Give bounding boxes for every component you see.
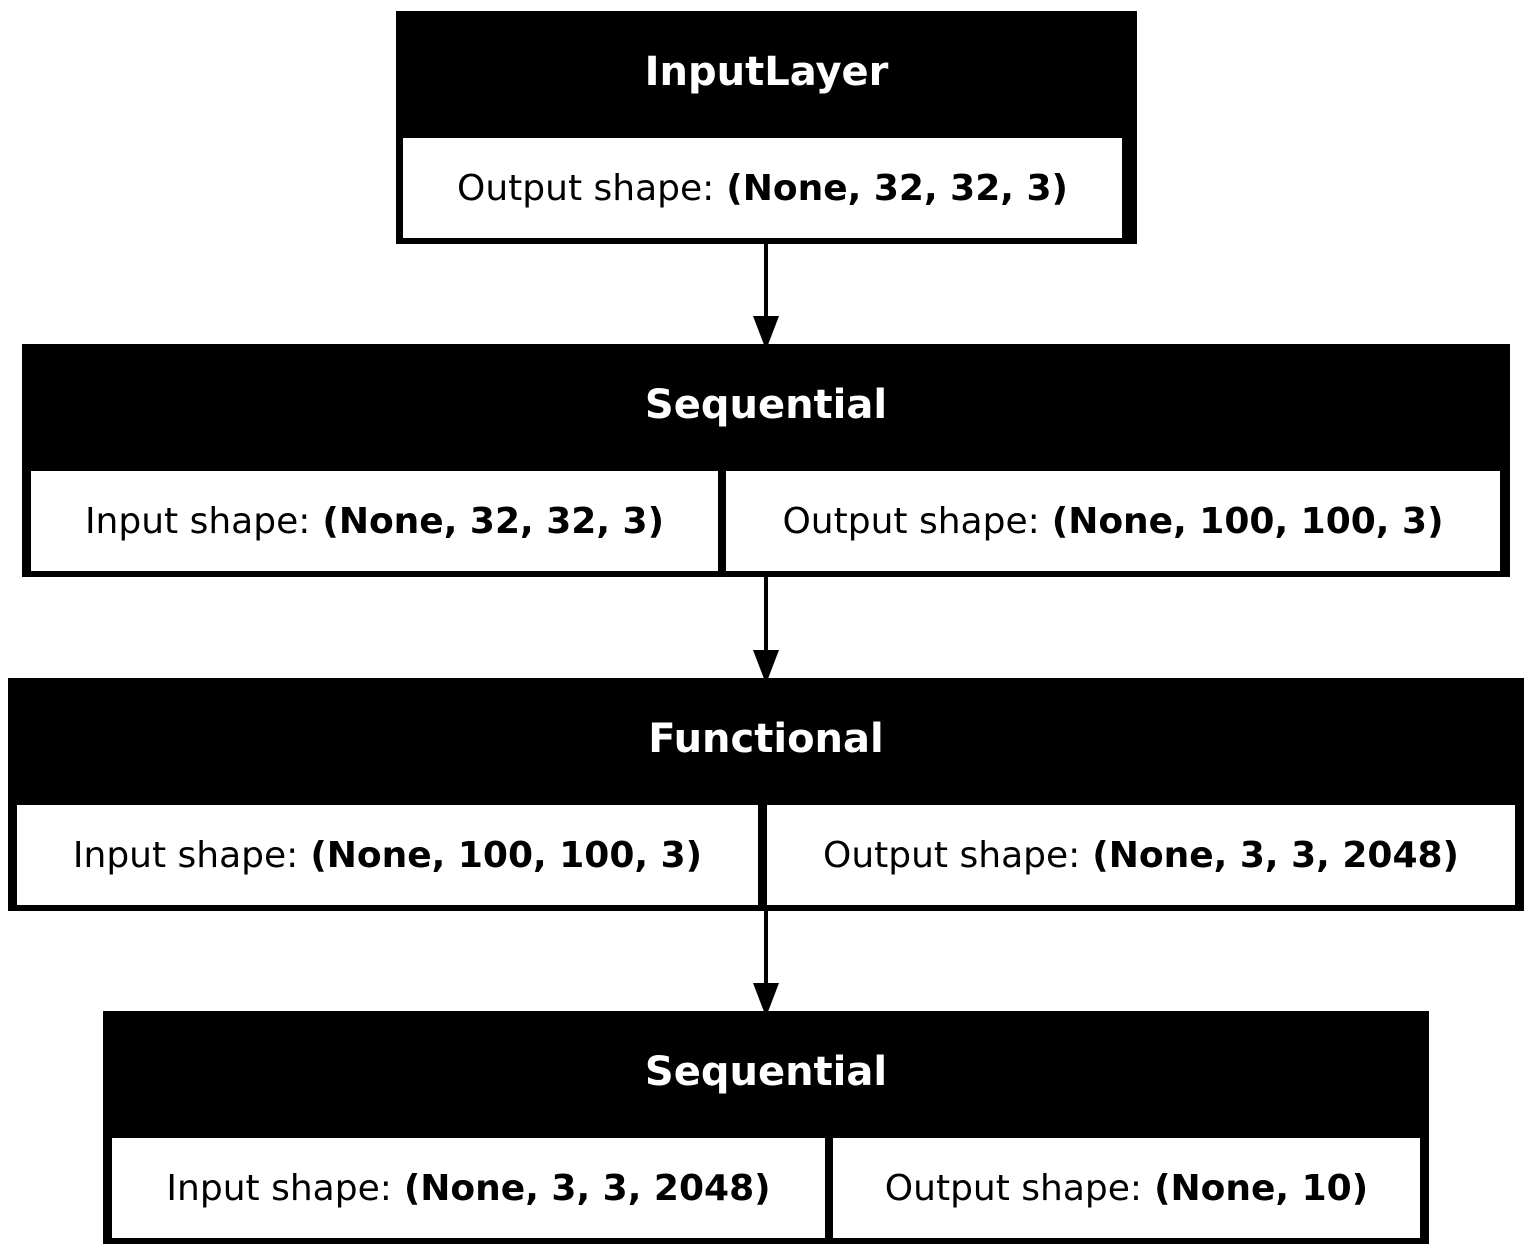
layer-title: Sequential — [644, 382, 888, 428]
output-shape-label: Output shape: — [884, 1167, 1143, 1209]
layer-node-inputlayer: InputLayer Output shape: (None, 32, 32, … — [396, 11, 1137, 244]
output-shape-value: (None, 100, 100, 3) — [1051, 500, 1444, 542]
layer-title: Functional — [648, 716, 884, 762]
layer-title: Sequential — [644, 1049, 888, 1095]
output-shape-cell: Output shape: (None, 3, 3, 2048) — [767, 805, 1515, 905]
layer-node-functional: Functional Input shape: (None, 100, 100,… — [8, 678, 1524, 911]
layer-node-sequential-1: Sequential Input shape: (None, 32, 32, 3… — [22, 344, 1510, 577]
edge-0-1 — [753, 244, 779, 350]
input-shape-label: Input shape: — [84, 500, 311, 542]
output-shape-label: Output shape: — [823, 834, 1081, 876]
input-shape-cell: Input shape: (None, 100, 100, 3) — [17, 805, 758, 905]
output-shape-cell: Output shape: (None, 10) — [833, 1138, 1420, 1238]
input-shape-cell: Input shape: (None, 3, 3, 2048) — [112, 1138, 825, 1238]
output-shape-label: Output shape: — [782, 500, 1040, 542]
output-shape-label: Output shape: — [457, 167, 715, 209]
input-shape-value: (None, 100, 100, 3) — [310, 834, 703, 876]
input-shape-label: Input shape: — [72, 834, 299, 876]
layer-title: InputLayer — [644, 49, 889, 95]
output-shape-cell: Output shape: (None, 32, 32, 3) — [403, 138, 1122, 238]
input-shape-value: (None, 32, 32, 3) — [322, 500, 665, 542]
output-shape-cell: Output shape: (None, 100, 100, 3) — [726, 471, 1500, 571]
output-shape-value: (None, 3, 3, 2048) — [1092, 834, 1459, 876]
input-shape-cell: Input shape: (None, 32, 32, 3) — [31, 471, 718, 571]
edge-2-3 — [753, 910, 779, 1017]
edge-1-2 — [753, 576, 779, 684]
input-shape-value: (None, 3, 3, 2048) — [403, 1167, 771, 1209]
layer-node-sequential-2: Sequential Input shape: (None, 3, 3, 204… — [103, 1011, 1429, 1244]
input-shape-label: Input shape: — [166, 1167, 392, 1209]
output-shape-value: (None, 10) — [1154, 1167, 1369, 1209]
output-shape-value: (None, 32, 32, 3) — [726, 167, 1068, 209]
